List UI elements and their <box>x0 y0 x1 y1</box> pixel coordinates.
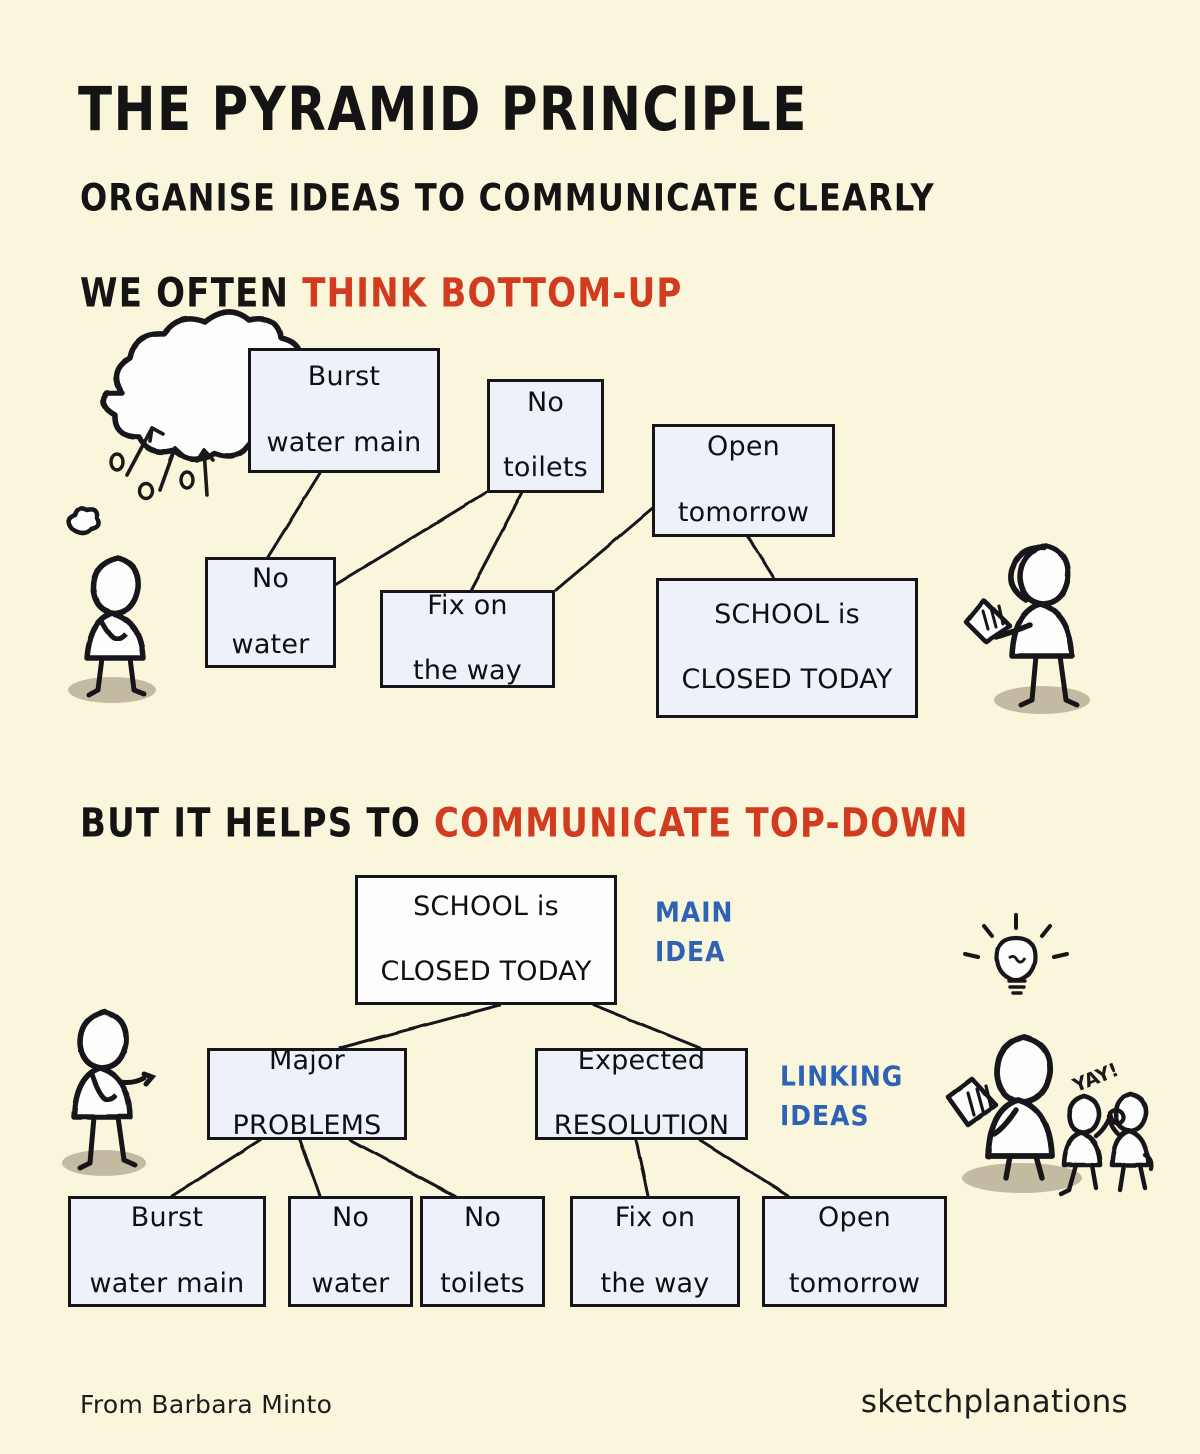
node-label-line1: Major <box>269 1044 345 1076</box>
node-no-water[interactable]: No water <box>205 557 336 668</box>
annotation-linking-line2: IDEAS <box>780 1100 870 1133</box>
node-main-idea[interactable]: SCHOOL is CLOSED TODAY <box>355 875 617 1005</box>
node-label-line1: Burst <box>130 1202 204 1234</box>
node-burst-water-main[interactable]: Burst water main <box>248 348 440 473</box>
node-label-line2: toilets <box>440 1267 525 1299</box>
node-label-line1: Expected <box>577 1044 706 1076</box>
connector-notoilets-fix <box>468 491 524 594</box>
cloud-arrows <box>125 426 215 497</box>
character-pointer <box>62 1009 157 1176</box>
connector-burst-nowater <box>266 471 322 559</box>
node-support-no-water[interactable]: No water <box>288 1196 413 1307</box>
node-label-line1: Fix on <box>614 1202 696 1234</box>
cloud-dots <box>109 452 195 501</box>
bottom-up-connectors <box>266 471 776 594</box>
section2-plain-text: BUT IT HELPS TO <box>80 800 434 848</box>
node-label-line2: CLOSED TODAY <box>380 956 592 988</box>
node-open-tomorrow[interactable]: Open tomorrow <box>652 424 835 537</box>
node-label-line1: Fix on <box>427 589 508 621</box>
node-label-line1: No <box>331 1202 370 1234</box>
node-label-line1: Burst <box>307 361 381 393</box>
shadow <box>962 1163 1082 1193</box>
node-label-line1: Open <box>818 1202 891 1234</box>
lightbulb-rays <box>963 913 1069 959</box>
connector-nowater-notoilets <box>333 490 489 587</box>
section-heading-top-down: BUT IT HELPS TO COMMUNICATE TOP-DOWN <box>80 800 969 847</box>
node-label-line2: water main <box>266 426 422 458</box>
node-support-no-toilets[interactable]: No toilets <box>420 1196 545 1307</box>
page-title: THE PYRAMID PRINCIPLE <box>78 74 808 145</box>
node-label-line2: RESOLUTION <box>553 1110 730 1142</box>
shadow <box>68 677 156 703</box>
node-label-line2: toilets <box>503 452 588 484</box>
node-label-line1: SCHOOL is <box>714 598 860 630</box>
node-label-line1: No <box>251 563 290 595</box>
node-label-line2: CLOSED TODAY <box>681 664 893 696</box>
node-support-fix-on-the-way[interactable]: Fix on the way <box>570 1196 740 1307</box>
high-five-icon <box>1107 1107 1126 1126</box>
node-label-line1: No <box>526 386 565 418</box>
node-label-line2: the way <box>600 1267 710 1299</box>
connector-resolution-open <box>698 1138 790 1198</box>
node-label-line1: Open <box>707 431 780 463</box>
section2-accent-text: COMMUNICATE TOP-DOWN <box>433 800 969 848</box>
shadow <box>994 686 1090 714</box>
connector-resolution-fix <box>634 1138 650 1198</box>
node-fix-on-the-way[interactable]: Fix on the way <box>380 590 555 688</box>
node-school-closed-today[interactable]: SCHOOL is CLOSED TODAY <box>656 578 918 718</box>
annotation-linking-line1: LINKING <box>780 1060 904 1093</box>
connector-main-resolution <box>592 1003 702 1050</box>
character-confused <box>963 543 1090 714</box>
lightbulb-icon <box>963 913 1069 995</box>
section1-accent-text: THINK BOTTOM-UP <box>302 270 683 318</box>
node-label-line1: No <box>463 1202 502 1234</box>
node-label-line2: water <box>311 1267 390 1299</box>
node-expected-resolution[interactable]: Expected RESOLUTION <box>535 1044 748 1142</box>
connector-problems-nowater <box>298 1138 322 1198</box>
node-label-line2: PROBLEMS <box>232 1110 382 1142</box>
node-label-line2: tomorrow <box>677 496 810 528</box>
node-label-line2: tomorrow <box>788 1267 921 1299</box>
node-major-problems[interactable]: Major PROBLEMS <box>207 1044 407 1142</box>
annotation-main-idea: MAIN IDEA <box>655 893 733 973</box>
node-label-line2: the way <box>413 655 522 687</box>
connector-problems-burst <box>170 1138 262 1198</box>
node-support-burst-water-main[interactable]: Burst water main <box>68 1196 266 1307</box>
footer-brand: sketchplanations <box>860 1384 1128 1420</box>
top-down-connectors <box>170 1003 790 1198</box>
node-label-line2: water <box>231 628 310 660</box>
connector-open-closed <box>746 535 776 580</box>
character-thinker <box>68 555 156 703</box>
footer-credit: From Barbara Minto <box>80 1390 333 1419</box>
section-heading-bottom-up: WE OFTEN THINK BOTTOM-UP <box>80 270 683 317</box>
page-subtitle: ORGANISE IDEAS TO COMMUNICATE CLEARLY <box>80 175 935 220</box>
character-kid-right <box>1106 1091 1154 1193</box>
node-label-line1: SCHOOL is <box>413 890 559 922</box>
connector-fix-open <box>554 507 654 592</box>
node-no-toilets[interactable]: No toilets <box>487 379 604 493</box>
annotation-main-idea-line1: MAIN <box>655 896 734 929</box>
character-kid-left <box>1058 1093 1113 1197</box>
connector-main-problems <box>338 1003 502 1050</box>
connector-problems-notoilets <box>348 1138 457 1198</box>
annotation-linking-ideas: LINKING IDEAS <box>780 1057 903 1137</box>
section1-plain-text: WE OFTEN <box>80 270 303 318</box>
character-presenter <box>945 1034 1082 1193</box>
annotation-main-idea-line2: IDEA <box>655 936 726 969</box>
node-label-line2: water main <box>89 1267 245 1299</box>
node-support-open-tomorrow[interactable]: Open tomorrow <box>762 1196 947 1307</box>
